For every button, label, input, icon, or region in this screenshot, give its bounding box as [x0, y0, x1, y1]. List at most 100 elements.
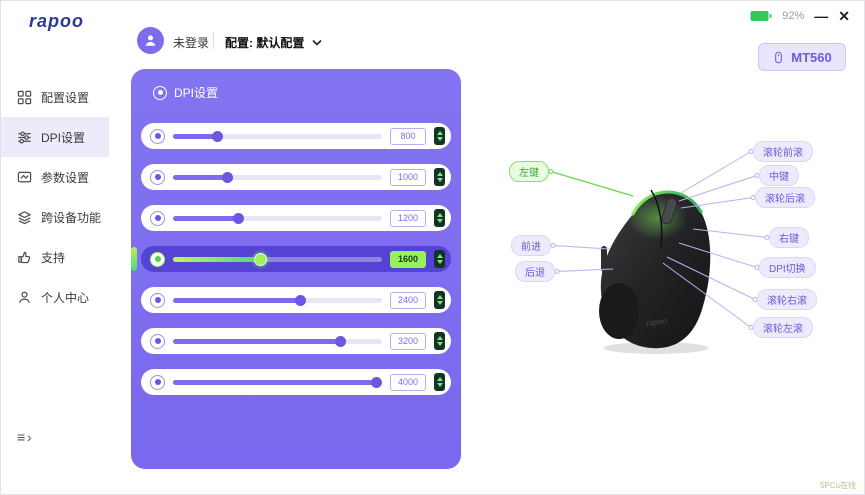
dpi-stepper-up-icon[interactable]	[436, 254, 443, 258]
mouse-part-label: 右键	[769, 227, 809, 248]
sidebar-item-label: DPI设置	[41, 130, 86, 145]
dpi-radio[interactable]	[150, 210, 165, 226]
close-button[interactable]: ✕	[838, 8, 850, 24]
sidebar-item-profile[interactable]: 个人中心	[1, 277, 109, 317]
dpi-slider-track[interactable]	[173, 252, 382, 266]
device-badge[interactable]: MT560	[758, 43, 846, 71]
dpi-stepper-down-icon[interactable]	[436, 342, 443, 346]
dpi-slider-track[interactable]	[173, 376, 382, 388]
thumbs-up-icon	[17, 250, 32, 265]
callout-line	[550, 170, 634, 197]
sliders-icon	[17, 130, 32, 145]
dpi-row: 4000	[141, 369, 451, 395]
minimize-button[interactable]: —	[814, 8, 829, 24]
config-selector[interactable]: 配置: 默认配置	[225, 34, 322, 51]
mouse-part-label: 滚轮前滚	[753, 141, 813, 162]
dpi-stepper	[434, 209, 445, 227]
dpi-stepper-down-icon[interactable]	[436, 137, 443, 141]
radio-selected-icon[interactable]	[153, 85, 167, 100]
dpi-stepper-down-icon[interactable]	[436, 383, 443, 387]
dpi-slider-thumb[interactable]	[232, 212, 244, 224]
dpi-radio[interactable]	[150, 333, 165, 349]
login-status[interactable]: 未登录	[173, 36, 210, 50]
dpi-stepper-up-icon[interactable]	[436, 172, 443, 176]
dpi-slider-thumb[interactable]	[335, 335, 347, 347]
callout-line	[678, 175, 758, 202]
config-selector-label: 配置: 默认配置	[225, 36, 305, 50]
dpi-row: 2400	[141, 287, 451, 313]
dpi-row: 1600	[131, 246, 451, 272]
dpi-stepper-down-icon[interactable]	[436, 178, 443, 182]
dpi-radio[interactable]	[150, 292, 165, 308]
dpi-stepper	[434, 332, 445, 350]
dpi-slider-thumb[interactable]	[211, 130, 223, 142]
dpi-row: 3200	[141, 328, 451, 354]
dpi-slider-track[interactable]	[173, 212, 382, 224]
dpi-slider-track[interactable]	[173, 130, 382, 142]
sidebar-item-label: 跨设备功能	[41, 210, 102, 225]
sidebar: 配置设置 DPI设置参数设置跨设备功能支持个人中心	[1, 77, 109, 317]
collapse-sidebar-icon[interactable]: ≡ ›	[17, 429, 32, 445]
sidebar-item-label: 个人中心	[41, 290, 90, 305]
dpi-stepper	[434, 127, 445, 145]
dpi-stepper-up-icon[interactable]	[436, 213, 443, 217]
dpi-stepper-up-icon[interactable]	[436, 131, 443, 135]
panel-title-label: DPI设置	[174, 86, 219, 100]
chart-icon	[17, 170, 32, 185]
user-avatar[interactable]	[137, 27, 164, 54]
dpi-radio[interactable]	[150, 169, 165, 185]
dpi-value-box: 1200	[390, 209, 426, 227]
dpi-slider-thumb[interactable]	[295, 294, 307, 306]
dpi-stepper-up-icon[interactable]	[436, 295, 443, 299]
dpi-stepper-down-icon[interactable]	[436, 301, 443, 305]
mouse-part-label: DPI切换	[759, 257, 816, 278]
person-icon	[17, 290, 32, 305]
mouse-part-label: 前进	[511, 235, 551, 256]
mouse-part-label: 滚轮后滚	[755, 187, 815, 208]
chevron-down-icon	[312, 39, 322, 46]
dpi-slider-thumb[interactable]	[222, 171, 234, 183]
sidebar-item-label: 参数设置	[41, 170, 90, 185]
dpi-slider-thumb[interactable]	[370, 376, 382, 388]
watermark: 5PCu在线	[819, 481, 856, 490]
dpi-slider-track[interactable]	[173, 294, 382, 306]
dpi-stepper-down-icon[interactable]	[436, 260, 443, 264]
layers-icon	[17, 210, 32, 225]
sidebar-item-params[interactable]: 参数设置	[1, 157, 109, 197]
dpi-value-box: 800	[390, 127, 426, 145]
grid-icon	[17, 90, 32, 105]
dpi-stepper-up-icon[interactable]	[436, 377, 443, 381]
mouse-image: rapoo	[599, 189, 711, 354]
dpi-slider-thumb[interactable]	[253, 252, 267, 266]
dpi-stepper	[434, 291, 445, 309]
dpi-stepper	[434, 373, 445, 391]
svg-text:rapoo: rapoo	[646, 316, 668, 328]
dpi-stepper	[434, 168, 445, 186]
dpi-radio[interactable]	[150, 251, 165, 267]
callout-line	[556, 268, 614, 272]
dpi-radio[interactable]	[150, 128, 165, 144]
sidebar-item-config[interactable]: 配置设置	[1, 77, 109, 117]
dpi-value-box: 2400	[390, 291, 426, 309]
sidebar-item-cross-device[interactable]: 跨设备功能	[1, 197, 109, 237]
dpi-row: 800	[141, 123, 451, 149]
dpi-stepper-up-icon[interactable]	[436, 336, 443, 340]
sidebar-item-support[interactable]: 支持	[1, 237, 109, 277]
dpi-value-box: 1600	[390, 250, 426, 268]
device-model: MT560	[791, 49, 832, 65]
sidebar-item-dpi[interactable]: DPI设置	[1, 117, 109, 157]
callout-line	[662, 262, 752, 328]
dpi-slider-track[interactable]	[173, 171, 382, 183]
window-controls: 92% — ✕	[750, 9, 850, 23]
dpi-stepper-down-icon[interactable]	[436, 219, 443, 223]
sidebar-item-label: 配置设置	[41, 90, 90, 105]
mouse-part-label: 滚轮左滚	[753, 317, 813, 338]
dpi-slider-track[interactable]	[173, 335, 382, 347]
dpi-row: 1200	[141, 205, 451, 231]
callout-line	[678, 242, 758, 268]
dpi-radio[interactable]	[150, 374, 165, 390]
callout-line	[552, 245, 610, 250]
